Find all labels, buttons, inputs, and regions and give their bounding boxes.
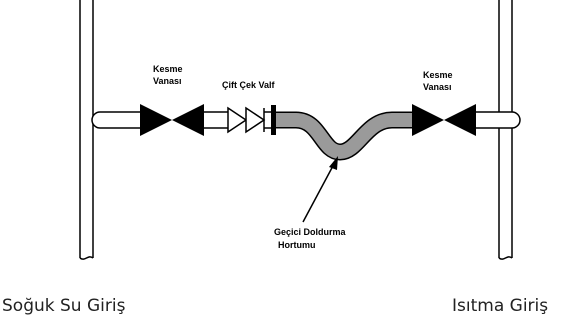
hose-pointer-arrow (302, 156, 338, 223)
left-horizontal-pipe (91, 111, 140, 129)
filling-hose (276, 111, 412, 161)
left-shutoff-valve (140, 104, 204, 136)
left-vertical-pipe (79, 0, 94, 260)
left-valve-label-line2: Vanası (153, 76, 182, 86)
right-vertical-pipe (498, 0, 513, 260)
hose-label-line2: Hortumu (278, 240, 316, 250)
right-shutoff-valve (412, 104, 476, 136)
cold-water-inlet-caption: Soğuk Su Giriş (2, 296, 126, 316)
heating-inlet-caption: Isıtma Giriş (452, 296, 549, 316)
left-valve-label-line1: Kesme (153, 64, 183, 74)
right-horizontal-pipe (476, 111, 521, 129)
right-valve-label-line2: Vanası (423, 82, 452, 92)
double-check-valve (227, 105, 276, 135)
hose-label-line1: Geçici Doldurma (274, 227, 347, 237)
pipe-segment-middle (204, 111, 228, 129)
check-valve-label: Çift Çek Valf (222, 80, 276, 90)
right-valve-label-line1: Kesme (423, 70, 453, 80)
